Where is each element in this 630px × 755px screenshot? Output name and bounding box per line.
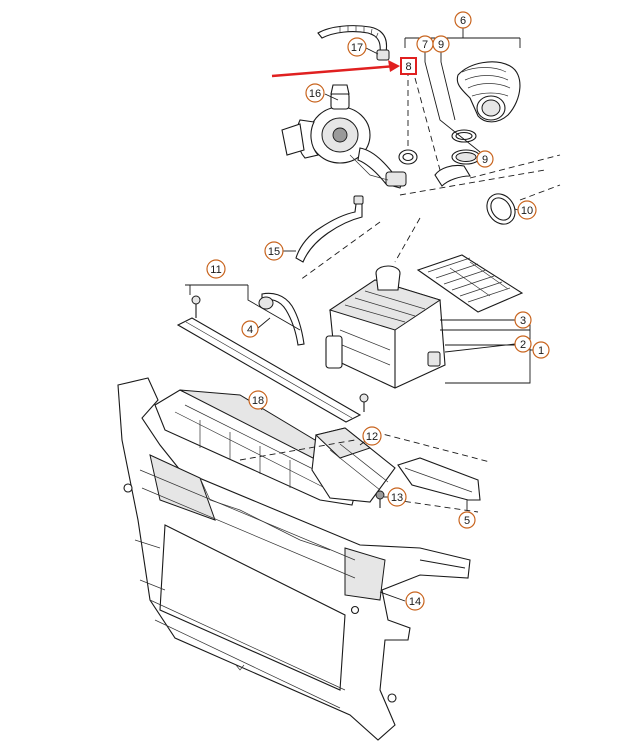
assembly-lines-lower	[239, 431, 491, 513]
callout-9-top: 9	[432, 35, 450, 53]
svg-text:10: 10	[521, 205, 533, 217]
callout-12: 12	[362, 426, 382, 446]
filter-element-cover	[416, 254, 524, 313]
callout-6: 6	[454, 11, 472, 29]
callout-7: 7	[416, 35, 434, 53]
callout-18: 18	[248, 390, 268, 410]
highlight-arrow	[271, 60, 400, 78]
elbow-pipe-7	[434, 129, 481, 187]
turbocharger-16	[281, 84, 407, 189]
svg-text:18: 18	[252, 395, 264, 407]
lock-carrier-14	[117, 377, 471, 741]
callout-9-lower: 9	[476, 150, 494, 168]
svg-text:7: 7	[422, 39, 428, 51]
bracket-11	[185, 284, 301, 331]
hose-17	[317, 25, 390, 61]
svg-text:4: 4	[247, 324, 253, 336]
svg-text:11: 11	[210, 264, 221, 276]
seal-strip-11	[176, 295, 369, 423]
air-filter-housing-1	[325, 265, 446, 389]
svg-text:6: 6	[460, 15, 466, 27]
svg-text:9: 9	[438, 39, 444, 51]
callout-1: 1	[532, 341, 550, 359]
svg-text:12: 12	[366, 431, 378, 443]
svg-text:15: 15	[268, 246, 280, 258]
callout-4: 4	[241, 320, 259, 338]
vent-pipe-15	[295, 195, 364, 263]
clamp-10	[486, 193, 516, 225]
svg-text:17: 17	[351, 42, 363, 54]
svg-text:8: 8	[405, 61, 411, 73]
assembly-lines-top	[299, 70, 561, 281]
callout-10: 10	[517, 200, 537, 220]
callout-2: 2	[514, 335, 532, 353]
callout-5: 5	[458, 511, 476, 529]
svg-text:2: 2	[520, 339, 526, 351]
bolt-13	[375, 490, 385, 508]
bracket-7-9	[424, 52, 481, 153]
svg-text:13: 13	[391, 492, 403, 504]
callout-17: 17	[347, 37, 367, 57]
svg-text:14: 14	[409, 596, 421, 608]
callout-15: 15	[264, 241, 284, 261]
pipe-4	[258, 292, 305, 346]
callout-8-highlighted: 8	[400, 57, 417, 75]
air-duct-5	[397, 457, 481, 501]
svg-text:1: 1	[538, 345, 544, 357]
callout-11: 11	[206, 259, 226, 279]
corrugated-hose-6	[456, 61, 521, 123]
callout-14: 14	[405, 591, 425, 611]
gasket-ring	[398, 149, 418, 165]
svg-text:9: 9	[482, 154, 488, 166]
svg-text:3: 3	[520, 315, 526, 327]
svg-text:16: 16	[309, 88, 321, 100]
callout-16: 16	[305, 83, 325, 103]
callout-3: 3	[514, 311, 532, 329]
callout-13: 13	[387, 487, 407, 507]
bracket-6	[404, 28, 521, 48]
svg-text:5: 5	[464, 515, 470, 527]
air-duct-12	[311, 427, 396, 503]
